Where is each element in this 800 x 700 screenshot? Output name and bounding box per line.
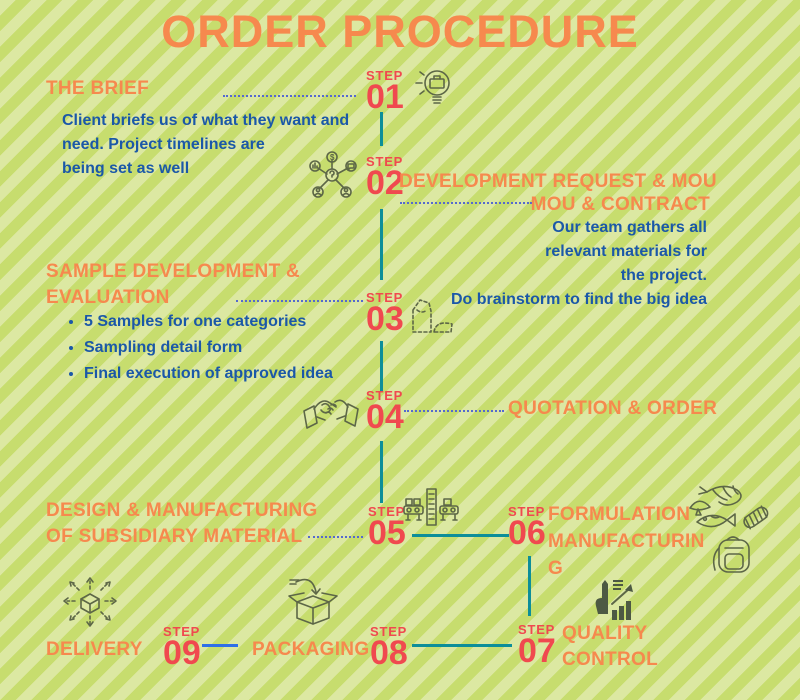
step6-badge: STEP 06 [508, 504, 546, 552]
step9-label: STEP [163, 624, 201, 639]
step2-description: Our team gathers all relevant materials … [451, 219, 707, 308]
step8-title: PACKAGING [252, 639, 370, 660]
step8-label: STEP [370, 624, 408, 639]
connector-5-6 [412, 534, 509, 537]
step3-dotted-connector [236, 300, 363, 302]
connector-2-3 [380, 209, 383, 280]
step3-bullet-list: 5 Samples for one categories Sampling de… [62, 310, 364, 388]
step6-number: 06 [508, 514, 546, 552]
step1-title: THE BRIEF [46, 78, 149, 99]
step5-badge: STEP 05 [368, 504, 406, 552]
sewing-pattern-icon [409, 296, 455, 338]
step9-badge: STEP 09 [163, 624, 201, 672]
step1-label: STEP [366, 68, 404, 83]
step9-number: 09 [163, 634, 201, 672]
step1-badge: STEP 01 [366, 68, 404, 116]
step5-dotted-connector [308, 536, 363, 538]
connector-9-8 [202, 644, 238, 647]
step7-badge: STEP 07 [518, 622, 556, 670]
step8-badge: STEP 08 [370, 624, 408, 672]
step1-dotted-connector [223, 95, 356, 97]
step2-subtitle: MOU & CONTRACT [530, 194, 710, 215]
step5-title: DESIGN & MANUFACTURING OF SUBSIDIARY MAT… [46, 500, 318, 547]
step7-number: 07 [518, 632, 556, 670]
step5-number: 05 [368, 514, 406, 552]
step9-title: DELIVERY [46, 639, 143, 660]
distribution-arrows-icon [62, 574, 118, 630]
list-item: 5 Samples for one categories [84, 310, 364, 334]
step5-label: STEP [368, 504, 406, 519]
step2-title: DEVELOPMENT REQUEST & MOU [399, 171, 717, 192]
step7-title: QUALITY CONTROL [562, 623, 659, 670]
lightbulb-briefcase-icon [410, 64, 458, 112]
connector-6-7 [528, 556, 531, 616]
step1-number: 01 [366, 78, 404, 116]
step2-dotted-connector [400, 202, 532, 204]
step1-description: Client briefs us of what they want and n… [62, 112, 350, 177]
production-machine-icon [402, 486, 460, 530]
step6-label: STEP [508, 504, 546, 519]
step4-number: 04 [366, 398, 404, 436]
connector-3-4 [380, 341, 383, 392]
brainstorm-network-icon: $ [306, 150, 358, 200]
step6-title: FORMULATION MANUFACTURIN G [548, 504, 705, 579]
quality-analytics-icon [588, 576, 640, 624]
connector-8-7 [412, 644, 512, 647]
connector-4-5 [380, 441, 383, 503]
step4-dotted-connector [404, 410, 504, 412]
handshake-icon [302, 391, 360, 437]
step4-title: QUOTATION & ORDER [508, 398, 718, 419]
food-ingredients-icon [683, 478, 783, 578]
step2-label: STEP [366, 154, 404, 169]
page-title: ORDER PROCEDURE [161, 6, 639, 57]
step2-number: 02 [366, 164, 404, 202]
step3-number: 03 [366, 300, 404, 338]
svg-text:$: $ [330, 153, 335, 162]
step7-label: STEP [518, 622, 556, 637]
step3-badge: STEP 03 [366, 290, 404, 338]
step3-title: SAMPLE DEVELOPMENT & EVALUATION [46, 261, 301, 308]
step4-label: STEP [366, 388, 404, 403]
list-item: Sampling detail form [84, 336, 364, 360]
list-item: Final execution of approved idea [84, 362, 364, 386]
step8-number: 08 [370, 634, 408, 672]
step3-label: STEP [366, 290, 404, 305]
open-box-icon [286, 574, 340, 628]
step2-badge: STEP 02 [366, 154, 404, 202]
step4-badge: STEP 04 [366, 388, 404, 436]
connector-1-2 [380, 112, 383, 146]
